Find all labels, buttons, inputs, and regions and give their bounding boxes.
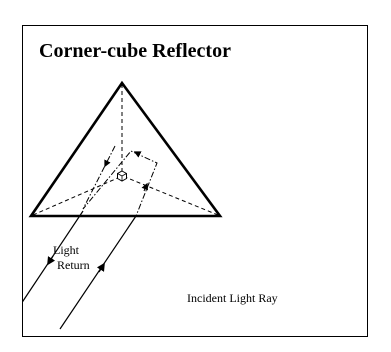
- label-light-return-2: Return: [57, 258, 90, 272]
- internal-arrow-1: [104, 159, 111, 168]
- return-ray-arrow: [47, 255, 56, 266]
- reflector-triangle: [28, 80, 223, 218]
- cube-vertex-icon: [117, 170, 127, 182]
- cube-edge-left: [32, 176, 121, 216]
- diagram-frame: Corner-cube Reflector: [22, 25, 368, 337]
- diagram-title: Corner-cube Reflector: [39, 40, 231, 62]
- internal-reflection-path: [82, 145, 158, 217]
- incident-ray: [59, 215, 137, 330]
- internal-arrow-2: [133, 151, 142, 158]
- corner-cube-diagram: Light Return Incident Light Ray: [23, 80, 278, 330]
- incident-ray-arrow-upper: [141, 182, 149, 192]
- label-light-return-1: Light: [53, 243, 80, 257]
- label-incident-ray: Incident Light Ray: [187, 291, 278, 305]
- incident-ray-arrow: [96, 262, 105, 273]
- cube-edge-right: [124, 176, 219, 216]
